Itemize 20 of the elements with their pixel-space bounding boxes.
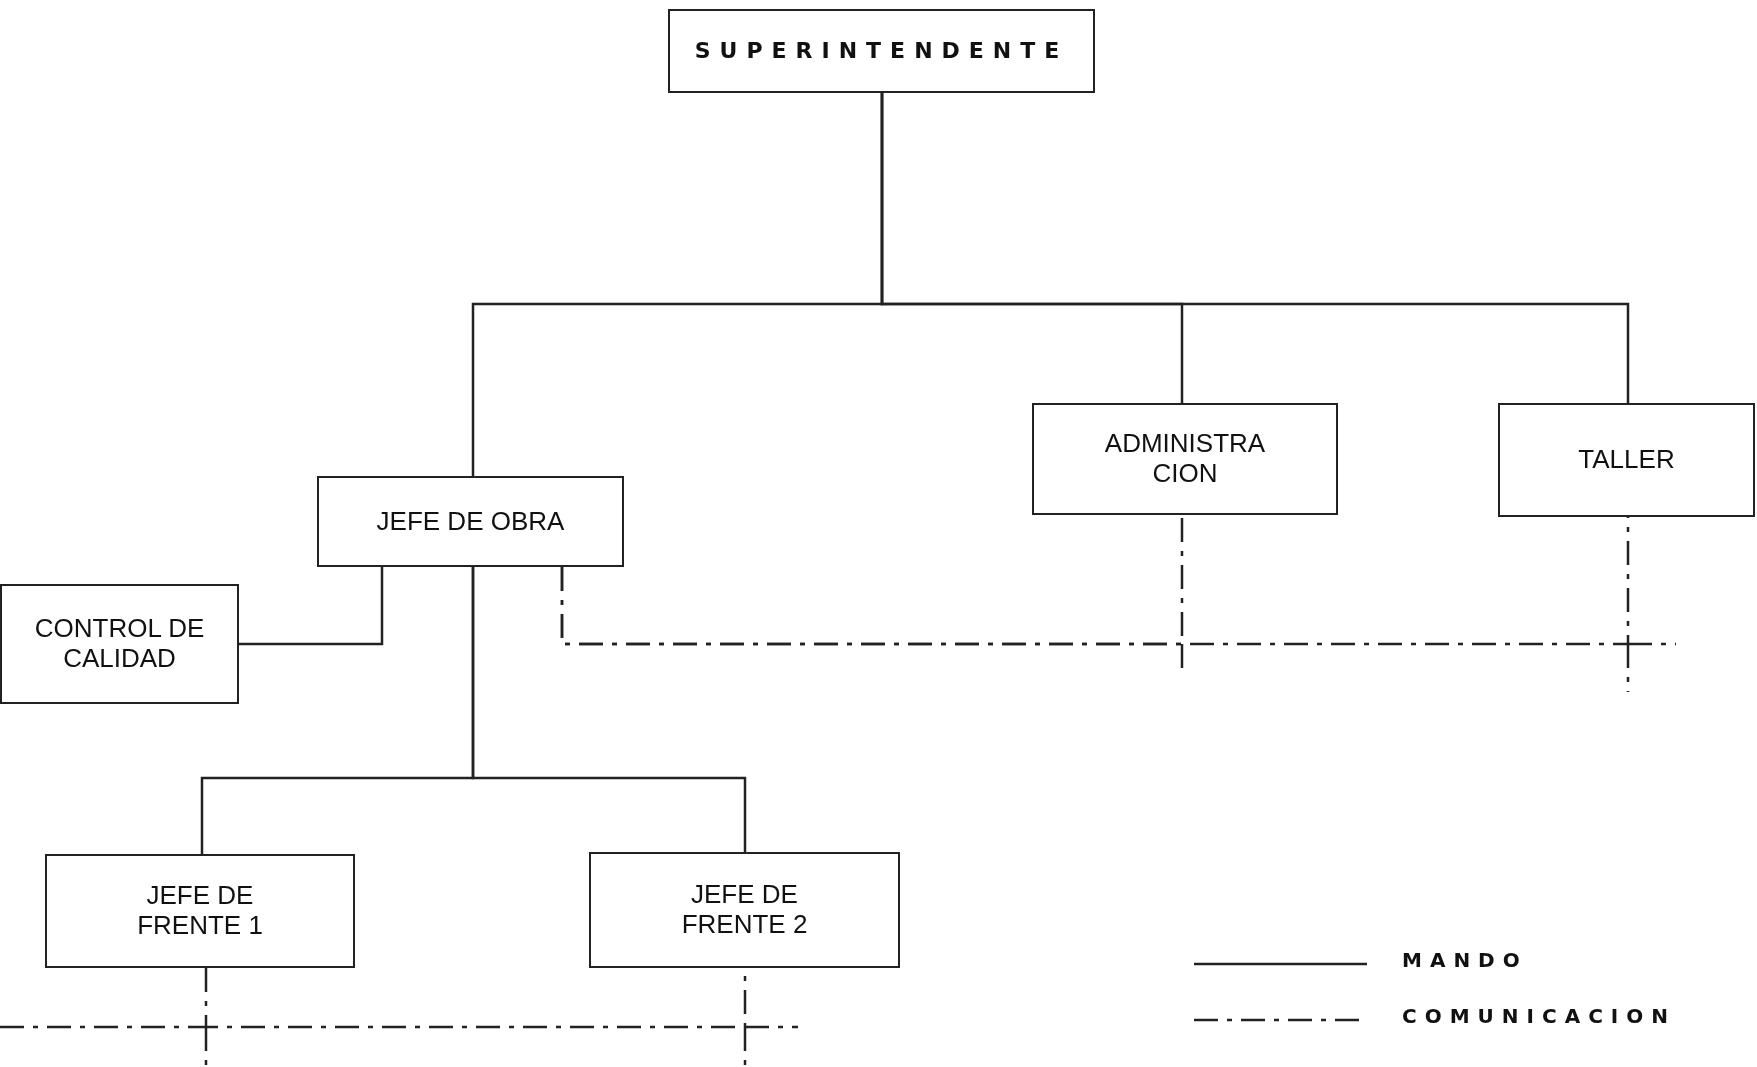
command-line <box>239 567 384 646</box>
role-title: TALLER <box>1578 445 1675 475</box>
role-title: ADMINISTRA CION <box>1103 429 1267 489</box>
org-box <box>589 852 900 968</box>
org-box <box>45 854 355 968</box>
org-box <box>0 584 239 704</box>
org-box <box>668 9 1095 93</box>
role-title: CONTROL DE CALIDAD <box>33 614 206 674</box>
role-title: JEFE DE OBRA <box>376 506 565 537</box>
role-title: JEFE DE FRENTE 2 <box>680 880 809 940</box>
org-box <box>1032 403 1338 515</box>
legend-label: MANDO <box>1402 948 1528 972</box>
communication-line <box>204 968 747 1029</box>
org-box <box>1498 403 1755 517</box>
org-box <box>317 476 624 567</box>
command-line <box>471 567 747 852</box>
legend-label: COMUNICACION <box>1402 1004 1677 1028</box>
role-title: SUPERINTENDENTE <box>694 38 1069 64</box>
command-line <box>880 93 1630 403</box>
role-title: JEFE DE FRENTE 1 <box>136 881 264 941</box>
